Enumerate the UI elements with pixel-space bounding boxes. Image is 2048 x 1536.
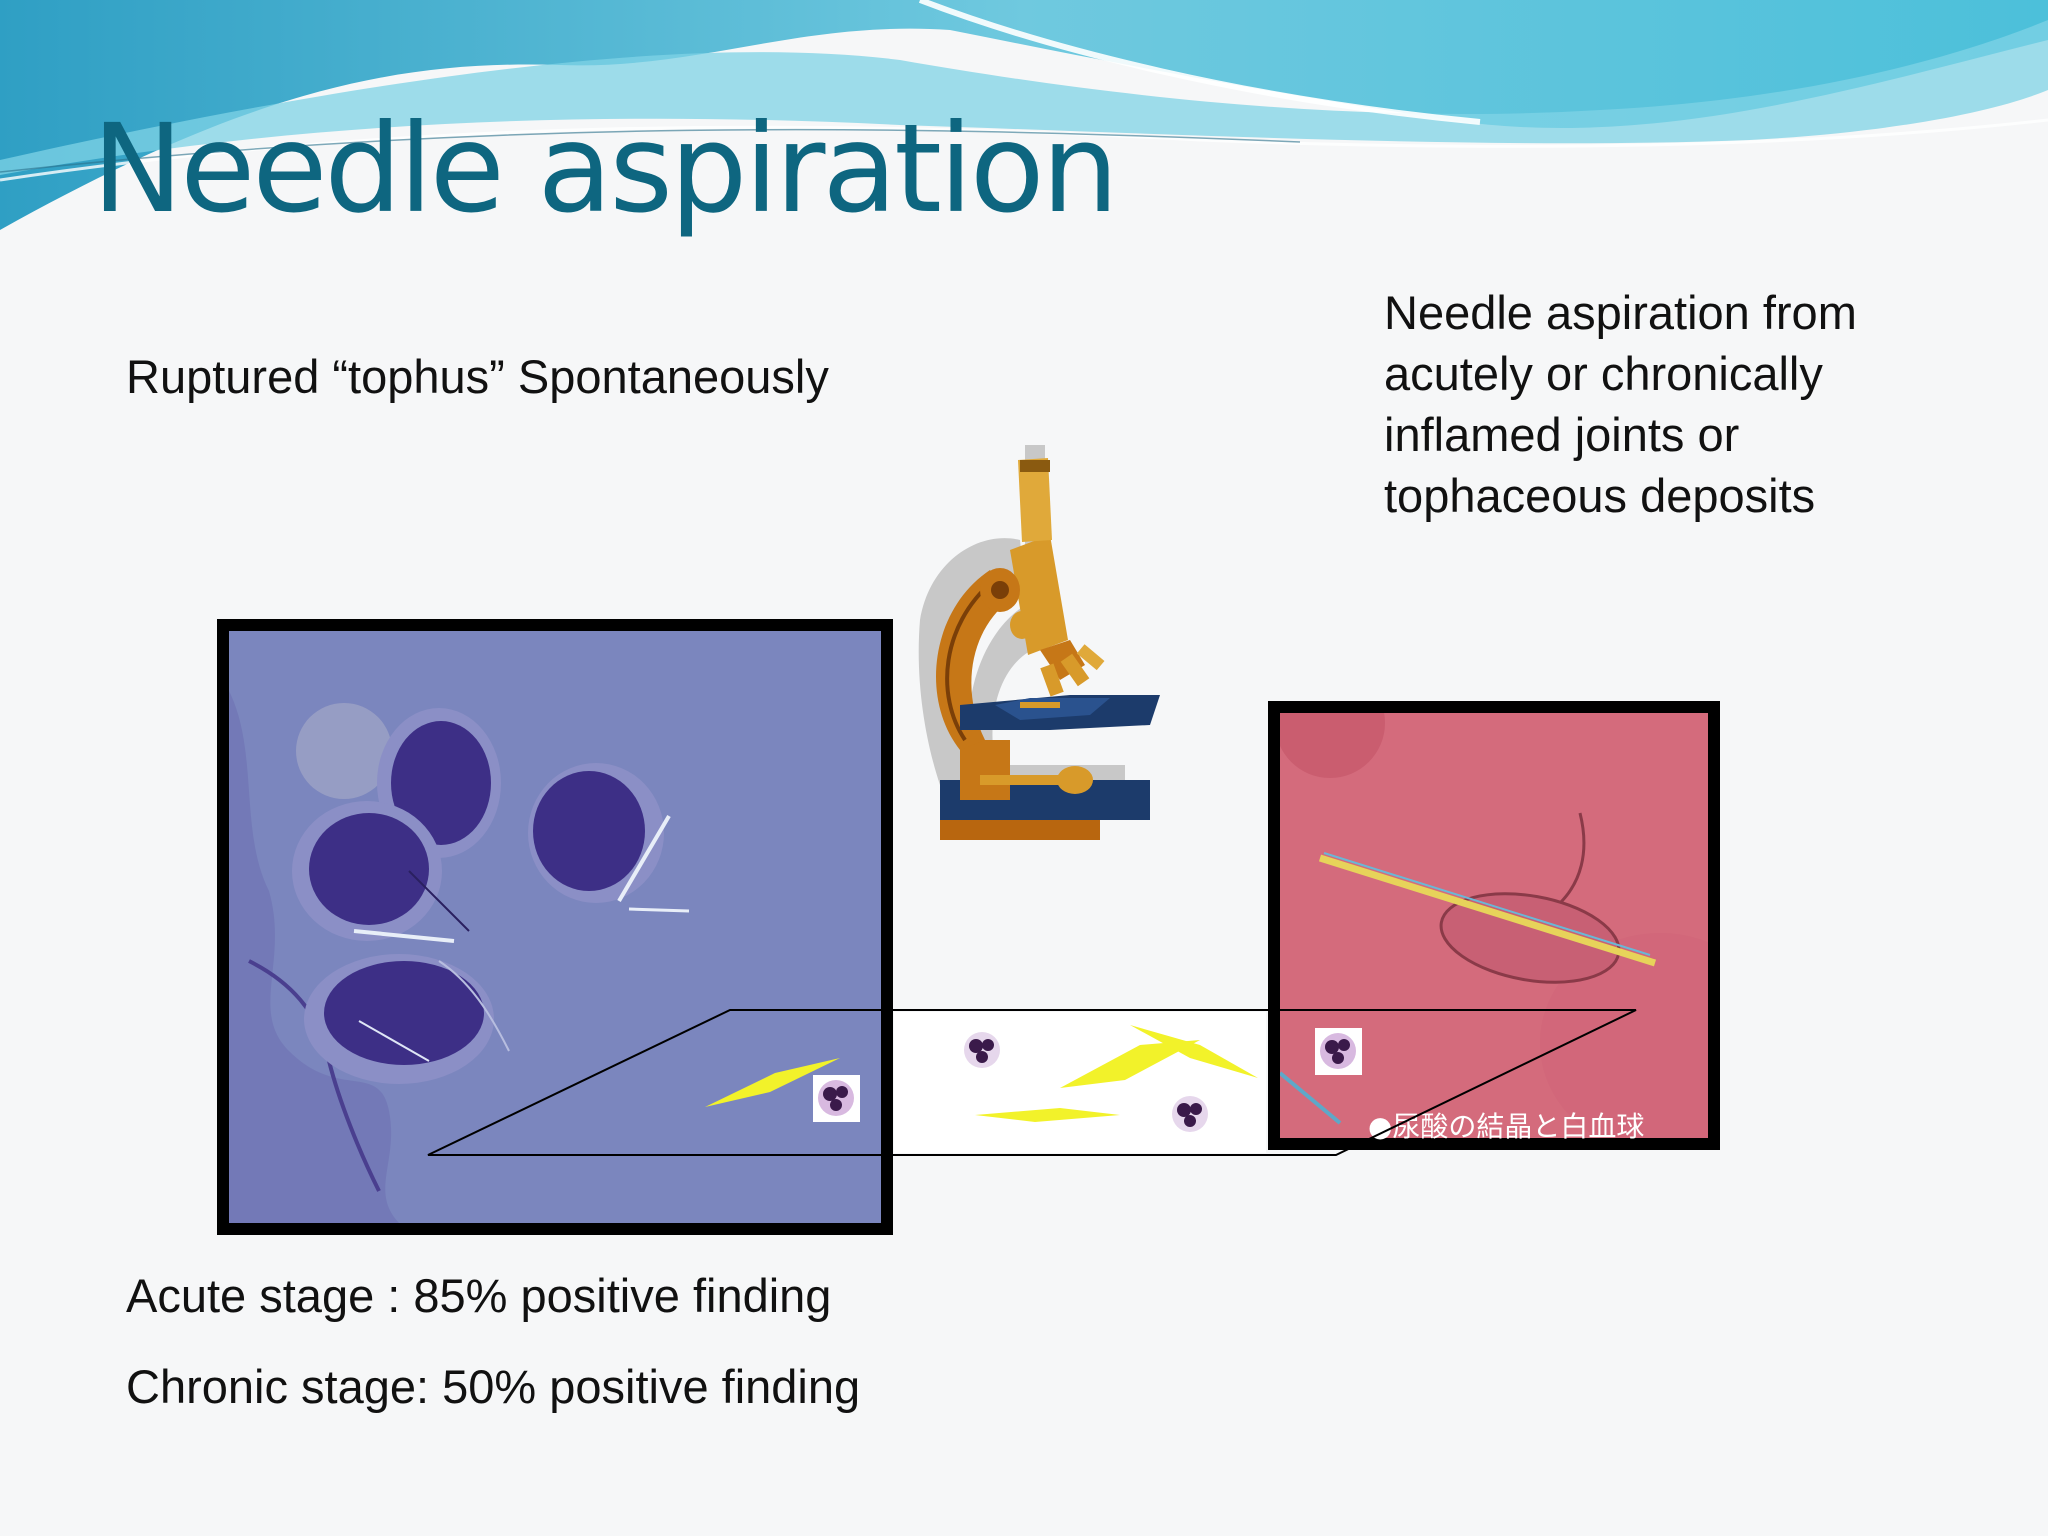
acute-stage-text: Acute stage : 85% positive finding — [126, 1269, 832, 1322]
needle-line-2: acutely or chronically — [1384, 347, 1823, 400]
white-blood-cell-icon — [1172, 1096, 1208, 1132]
pink-micrograph-caption: ●尿酸の結晶と白血球 — [1368, 1110, 1645, 1143]
needle-line-1: Needle aspiration from — [1384, 286, 1857, 339]
needle-line-4: tophaceous deposits — [1384, 469, 1816, 522]
header-wave-decoration — [0, 0, 2048, 230]
microscope-icon — [918, 445, 1160, 840]
blue-stained-micrograph — [217, 619, 893, 1235]
slide-title: Needle aspiration — [92, 98, 1119, 240]
ruptured-tophus-text: Ruptured “tophus” Spontaneously — [126, 350, 829, 403]
needle-line-3: inflamed joints or — [1384, 408, 1740, 461]
white-blood-cell-icon — [964, 1032, 1000, 1068]
needle-aspiration-description: Needle aspiration from acutely or chroni… — [1384, 282, 1857, 526]
pink-crystal-micrograph: ●尿酸の結晶と白血球 — [1268, 701, 1720, 1150]
chronic-stage-text: Chronic stage: 50% positive finding — [126, 1360, 861, 1413]
